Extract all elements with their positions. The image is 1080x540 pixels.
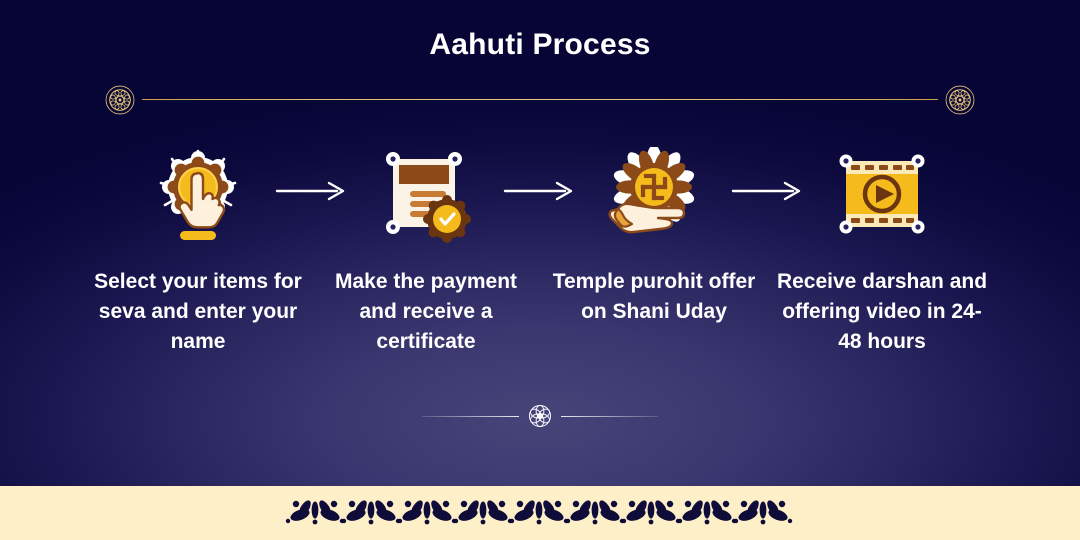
page-title: Aahuti Process — [429, 28, 651, 61]
step-icon-wrap — [148, 145, 248, 245]
floral-leaf-border-pattern — [285, 498, 793, 525]
hand-select-diya-icon — [159, 149, 237, 240]
arrow-right-icon — [275, 181, 345, 201]
step-label: Make the payment and receive a certifica… — [334, 270, 518, 353]
step-label: Temple purohit offer on Shani Uday — [552, 270, 756, 323]
flower-rosette-icon — [529, 404, 551, 428]
process-steps: Select your items for seva and enter you… — [0, 145, 1080, 357]
step-icon-wrap — [832, 145, 932, 245]
footer-band — [0, 486, 1080, 540]
process-step[interactable]: Make the payment and receive a certifica… — [312, 145, 540, 357]
step-icon-wrap — [604, 145, 704, 245]
bottom-divider — [406, 400, 674, 432]
step-icon-wrap — [376, 145, 476, 245]
hand-offering-swastika-icon — [608, 147, 695, 234]
divider-line-right — [561, 415, 658, 417]
process-step[interactable]: Select your items for seva and enter you… — [84, 145, 312, 357]
process-step[interactable]: Temple purohit offer on Shani Uday — [540, 145, 768, 327]
step-label: Receive darshan and offering video in 24… — [776, 270, 988, 353]
certificate-seal-icon — [386, 152, 471, 243]
process-step[interactable]: Receive darshan and offering video in 24… — [768, 145, 996, 357]
step-label: Select your items for seva and enter you… — [94, 270, 302, 353]
divider-line — [142, 99, 938, 100]
mandala-rosette-icon — [105, 85, 135, 115]
divider-line-left — [422, 415, 519, 417]
top-divider — [105, 85, 975, 115]
mandala-rosette-icon — [945, 85, 975, 115]
film-play-video-icon — [839, 154, 925, 234]
arrow-right-icon — [503, 181, 573, 201]
arrow-right-icon — [731, 181, 801, 201]
